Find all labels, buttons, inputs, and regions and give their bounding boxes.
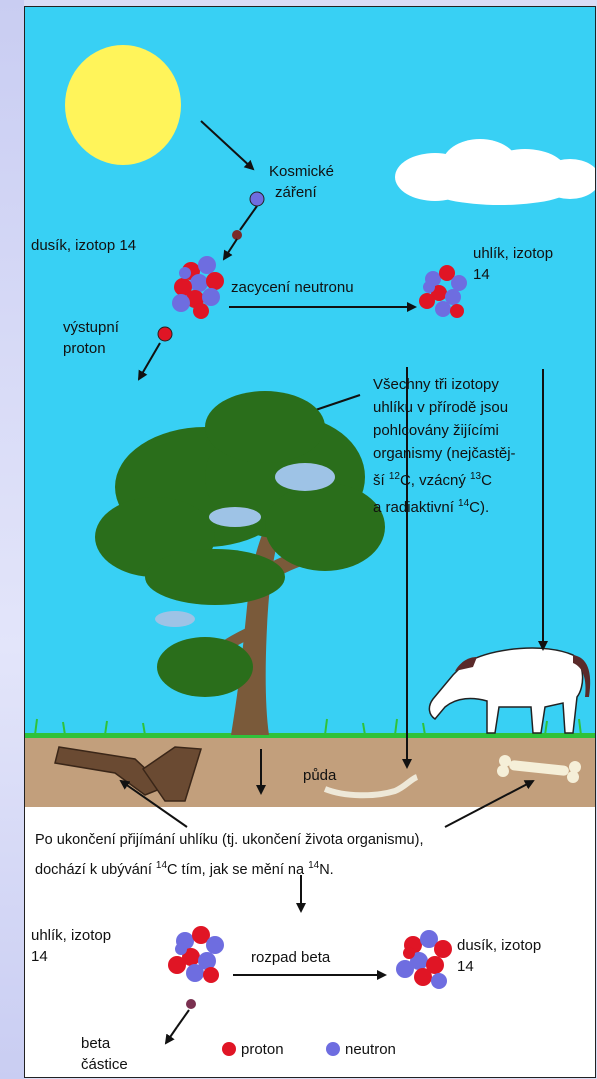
tree-icon	[95, 391, 385, 735]
ray-to-nitrogen-arrow	[224, 239, 237, 259]
nitrogen-nucleus-icon	[172, 256, 224, 319]
legend-proton-label: proton	[241, 1039, 284, 1060]
soil-label: půda	[303, 765, 336, 786]
cosmic-arrow	[201, 121, 253, 169]
log-icon	[55, 747, 201, 801]
legend-neutron-icon	[326, 1042, 340, 1056]
horse-icon	[429, 648, 590, 733]
decay-explanation-text: Po ukončení přijímání uhlíku (tj. ukonče…	[35, 827, 423, 883]
text-to-bone-arrow	[445, 781, 533, 827]
nitrogen-nucleus-bottom-icon	[396, 930, 452, 989]
legend-neutron-label: neutron	[345, 1039, 396, 1060]
beta-particle-icon	[186, 999, 196, 1009]
worm-icon	[325, 777, 417, 795]
proton-out-arrow	[139, 343, 160, 379]
neutron-capture-label: zacycení neutronu	[231, 277, 354, 298]
carbon-nucleus-bottom-icon	[168, 926, 224, 983]
legend-proton-icon	[222, 1042, 236, 1056]
sun-icon	[65, 45, 181, 165]
cloud-icon	[395, 139, 596, 205]
beta-decay-label: rozpad beta	[251, 947, 330, 968]
isotopes-absorption-text: Všechny tři izotopy uhlíku v přírodě jso…	[373, 373, 516, 519]
slide-side-strip	[0, 0, 24, 1079]
cosmic-neutron-icon	[250, 192, 264, 206]
grass-tufts	[35, 719, 581, 735]
bone-icon	[497, 755, 581, 783]
beta-particle-arrow	[166, 1027, 177, 1043]
nitrogen-top-label: dusík, izotop 14	[31, 235, 136, 256]
emitted-proton-icon	[158, 327, 172, 341]
carbon-nucleus-icon	[419, 265, 467, 318]
